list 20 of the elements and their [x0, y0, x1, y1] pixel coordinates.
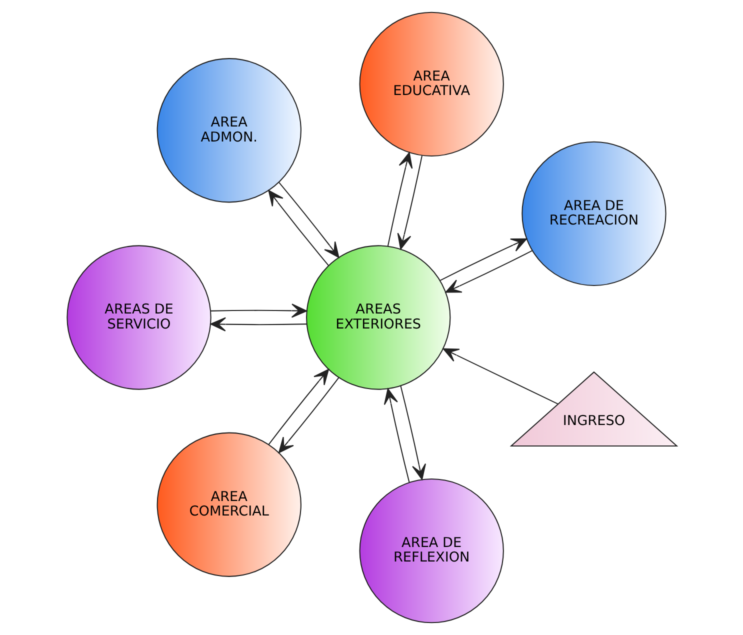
node-circle: AREA EDUCATIVA: [358, 12, 504, 156]
arrow: [278, 182, 339, 258]
arrow: [268, 190, 328, 266]
arrow: [268, 369, 329, 445]
node-circle: AREA ADMON.: [156, 58, 301, 203]
node-circle: AREA DE RECREACION: [521, 141, 666, 286]
arrow: [386, 152, 412, 246]
node-circle: AREA DE REFLEXION: [358, 478, 504, 624]
node-circle: AREAS EXTERIORES: [306, 245, 450, 390]
arrow: [210, 304, 307, 318]
node-circle: AREA COMERCIAL: [156, 432, 301, 577]
arrow: [439, 238, 527, 281]
arrow: [383, 388, 410, 482]
arrow: [442, 348, 558, 404]
node-circle: AREAS DE SERVICIO: [66, 245, 211, 390]
arrow: [278, 377, 339, 454]
arrow: [396, 156, 422, 250]
arrow: [400, 386, 426, 480]
arrow: [444, 250, 532, 293]
arrow: [210, 317, 306, 332]
